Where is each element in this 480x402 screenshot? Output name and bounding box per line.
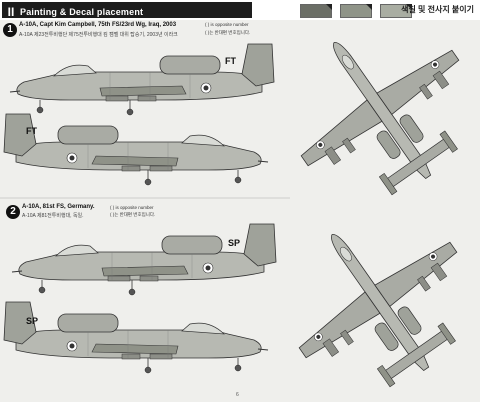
paint-swatch-2 — [340, 4, 372, 18]
section-2-tail-code-right: SP — [26, 316, 39, 326]
section-2-note-korean: ( )는 반대편 번호입니다. — [110, 212, 156, 217]
section-2-title: A-10A, 81st FS, Germany. — [22, 204, 95, 210]
page-number: 6 — [236, 392, 239, 398]
section-1-note-korean: ( )는 반대편 번호입니다. — [205, 30, 251, 35]
section-2-plan-top — [256, 181, 480, 402]
paint-swatch-3 — [380, 4, 412, 18]
section-1-title: A-10A, Capt Kim Campbell, 75th FS/23rd W… — [19, 22, 177, 28]
section-1-tail-code: FT — [225, 56, 236, 66]
section-1-right-profile — [3, 113, 269, 186]
section-1-number: 1 — [3, 23, 17, 37]
section-1-plan-top — [258, 0, 480, 231]
section-1-note: ( ) is opposite number — [205, 22, 249, 27]
section-2-tail-code: SP — [228, 238, 241, 248]
section-2-note: ( ) is opposite number — [110, 205, 154, 210]
paint-swatch-1 — [300, 4, 332, 18]
header: II Painting & Decal placement 색칠 및 전사지 붙… — [0, 0, 480, 20]
section-2-left-profile — [11, 223, 277, 296]
section-mark: II — [7, 5, 15, 19]
section-1-left-profile — [9, 43, 275, 116]
section-1-korean: A-10A 제23전투비행단 제75전투비행대 킴 캠벨 대위 탑승기, 200… — [19, 32, 178, 38]
korean-title: 색칠 및 전사지 붙이기 — [401, 5, 474, 14]
section-2-number: 2 — [6, 205, 20, 219]
section-1-tail-code-right: FT — [26, 126, 37, 136]
header-title-bar: II Painting & Decal placement — [2, 2, 252, 19]
section-2-right-profile — [3, 301, 269, 374]
section-2-korean: A-10A 제81전투비행대, 독일. — [22, 213, 84, 219]
page-title: Painting & Decal placement — [20, 7, 144, 17]
